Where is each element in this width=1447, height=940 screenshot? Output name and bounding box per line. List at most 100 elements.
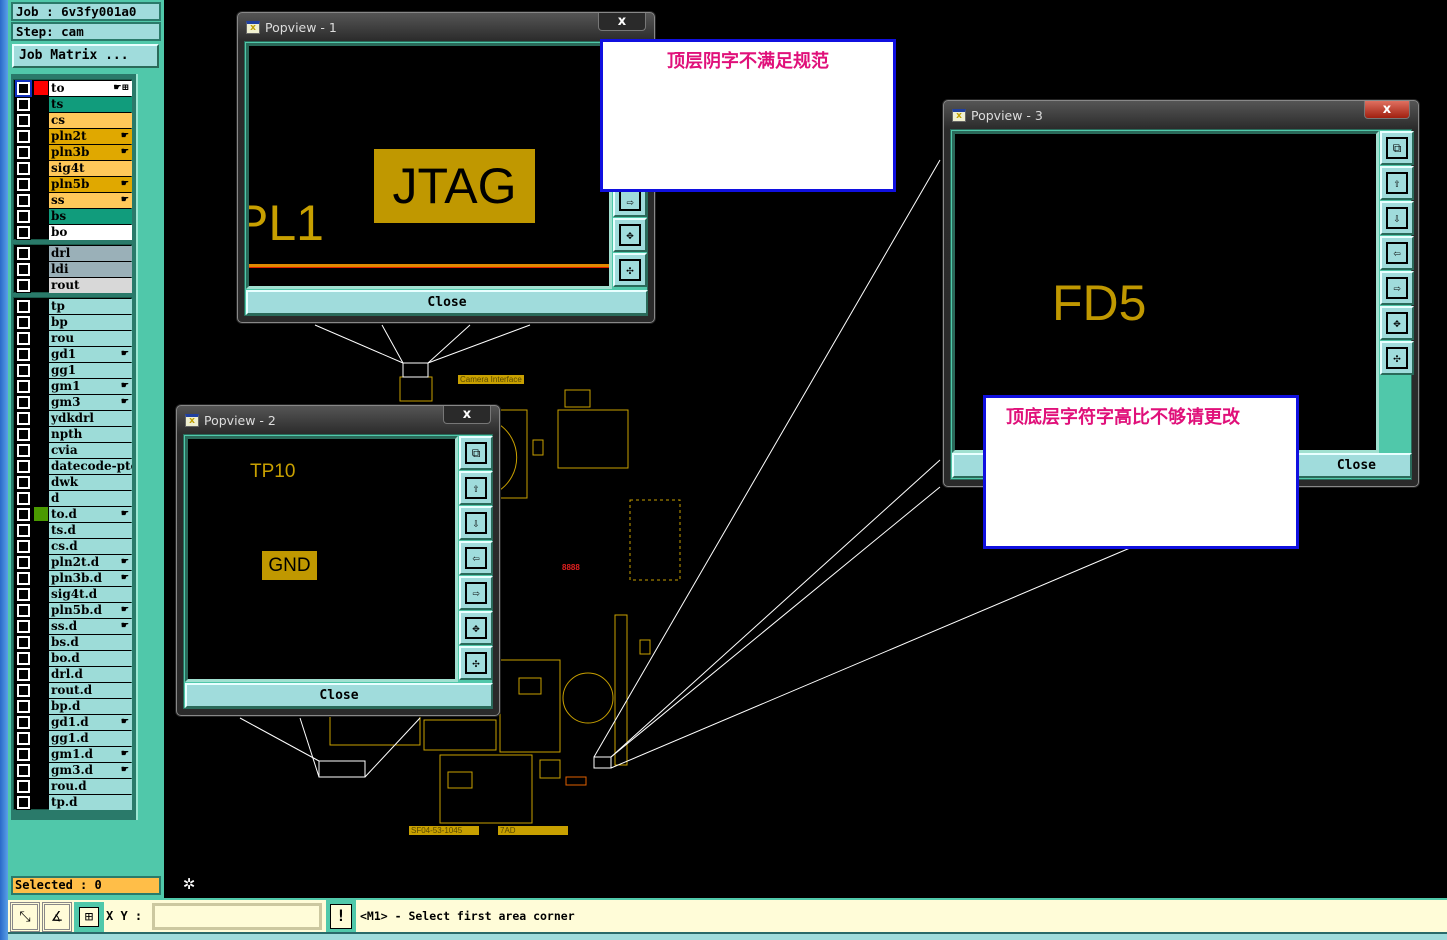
layer-color-swatch[interactable] (34, 193, 48, 207)
layer-name[interactable]: pln3b.d☛ (49, 571, 132, 586)
layer-row[interactable]: ts.d (14, 522, 132, 538)
layer-row[interactable]: gg1.d (14, 730, 132, 746)
layer-row[interactable]: ss.d☛ (14, 618, 132, 634)
layer-row[interactable]: dwk (14, 474, 132, 490)
layer-name[interactable]: datecode-pte (49, 459, 132, 474)
layer-color-swatch[interactable] (34, 225, 48, 239)
pcb-canvas[interactable] (0, 0, 1447, 898)
layer-row[interactable]: ydkdrl (14, 410, 132, 426)
layer-checkbox[interactable] (16, 763, 31, 778)
popview-viewport[interactable]: TP10 GND (185, 436, 458, 682)
layer-checkbox[interactable] (15, 80, 32, 97)
layer-checkbox[interactable] (16, 411, 31, 426)
layer-name[interactable]: drl (49, 246, 132, 261)
layer-name[interactable]: cvia (49, 443, 132, 458)
zoom-home-button[interactable]: ⧉ (459, 436, 493, 470)
pan-left-button[interactable]: ⇦ (459, 541, 493, 575)
layer-row[interactable]: pln5b.d☛ (14, 602, 132, 618)
layer-row[interactable]: rou.d (14, 778, 132, 794)
layer-name[interactable]: drl.d (49, 667, 132, 682)
layer-name[interactable]: pln3b☛ (49, 145, 132, 160)
layer-checkbox[interactable] (16, 747, 31, 762)
xy-input[interactable] (152, 903, 322, 930)
layer-color-swatch[interactable] (34, 177, 48, 191)
close-button[interactable]: Close (246, 290, 648, 315)
layer-row[interactable]: to☛⊞ (14, 80, 132, 97)
layer-checkbox[interactable] (16, 539, 31, 554)
layer-name[interactable]: gm1☛ (49, 379, 132, 394)
layer-name[interactable]: sig4t (49, 161, 132, 176)
pan-up-button[interactable]: ⇧ (459, 471, 493, 505)
layer-checkbox[interactable] (16, 97, 31, 112)
window-close-button[interactable]: x (598, 13, 646, 31)
layer-name[interactable]: bo.d (49, 651, 132, 666)
layer-name[interactable]: pln5b☛ (49, 177, 132, 192)
layer-color-swatch[interactable] (34, 683, 48, 697)
layer-row[interactable]: d (14, 490, 132, 506)
layer-color-swatch[interactable] (34, 97, 48, 111)
layer-color-swatch[interactable] (34, 507, 48, 521)
pan-down-button[interactable]: ⇩ (459, 506, 493, 540)
layer-color-swatch[interactable] (34, 459, 48, 473)
layer-checkbox[interactable] (16, 347, 31, 362)
layer-color-swatch[interactable] (34, 145, 48, 159)
zoom-area-icon[interactable]: ⤡ (10, 902, 40, 932)
layer-row[interactable]: npth (14, 426, 132, 442)
layer-row[interactable]: bp (14, 314, 132, 330)
layer-name[interactable]: bo (49, 225, 132, 240)
layer-name[interactable]: ldi (49, 262, 132, 277)
layer-checkbox[interactable] (16, 795, 31, 810)
layer-name[interactable]: to.d☛ (49, 507, 132, 522)
layer-checkbox[interactable] (16, 278, 31, 293)
layer-row[interactable]: cvia (14, 442, 132, 458)
layer-color-swatch[interactable] (34, 347, 48, 361)
layer-name[interactable]: bs.d (49, 635, 132, 650)
popview-viewport[interactable]: JTAG PL1 (246, 43, 612, 289)
layer-color-swatch[interactable] (34, 129, 48, 143)
layer-name[interactable]: gg1 (49, 363, 132, 378)
layer-name[interactable]: ydkdrl (49, 411, 132, 426)
layer-row[interactable]: sig4t (14, 160, 132, 176)
layer-checkbox[interactable] (16, 603, 31, 618)
alert-button[interactable]: ! (326, 900, 356, 933)
layer-name[interactable]: rou.d (49, 779, 132, 794)
layer-name[interactable]: cs (49, 113, 132, 128)
layer-checkbox[interactable] (16, 619, 31, 634)
layer-name[interactable]: gm3☛ (49, 395, 132, 410)
layer-name[interactable]: bp (49, 315, 132, 330)
layer-name[interactable]: rout.d (49, 683, 132, 698)
layer-checkbox[interactable] (16, 443, 31, 458)
layer-row[interactable]: ldi (14, 261, 132, 277)
zoom-out-button[interactable]: ✣ (1380, 341, 1414, 375)
layer-color-swatch[interactable] (34, 209, 48, 223)
layer-name[interactable]: tp (49, 299, 132, 314)
layer-row[interactable]: pln2t☛ (14, 128, 132, 144)
layer-name[interactable]: pln2t.d☛ (49, 555, 132, 570)
zoom-in-button[interactable]: ✥ (613, 218, 647, 252)
pan-right-button[interactable]: ⇨ (459, 576, 493, 610)
layer-color-swatch[interactable] (34, 443, 48, 457)
layer-checkbox[interactable] (16, 523, 31, 538)
layer-color-swatch[interactable] (34, 395, 48, 409)
layer-row[interactable]: bo (14, 224, 132, 240)
layer-name[interactable]: ts.d (49, 523, 132, 538)
layer-color-swatch[interactable] (34, 651, 48, 665)
layer-name[interactable]: pln5b.d☛ (49, 603, 132, 618)
layer-row[interactable]: to.d☛ (14, 506, 132, 522)
layer-color-swatch[interactable] (34, 747, 48, 761)
layer-color-swatch[interactable] (34, 81, 48, 95)
layer-row[interactable]: gd1☛ (14, 346, 132, 362)
layer-checkbox[interactable] (16, 363, 31, 378)
layer-checkbox[interactable] (16, 209, 31, 224)
layer-name[interactable]: tp.d (49, 795, 132, 810)
layer-name[interactable]: ss.d☛ (49, 619, 132, 634)
layer-color-swatch[interactable] (34, 363, 48, 377)
layer-color-swatch[interactable] (34, 161, 48, 175)
layer-name[interactable]: gd1☛ (49, 347, 132, 362)
layer-row[interactable]: drl.d (14, 666, 132, 682)
layer-name[interactable]: gm3.d☛ (49, 763, 132, 778)
layer-checkbox[interactable] (16, 555, 31, 570)
layer-checkbox[interactable] (16, 779, 31, 794)
pan-down-button[interactable]: ⇩ (1380, 201, 1414, 235)
layer-row[interactable]: bs.d (14, 634, 132, 650)
